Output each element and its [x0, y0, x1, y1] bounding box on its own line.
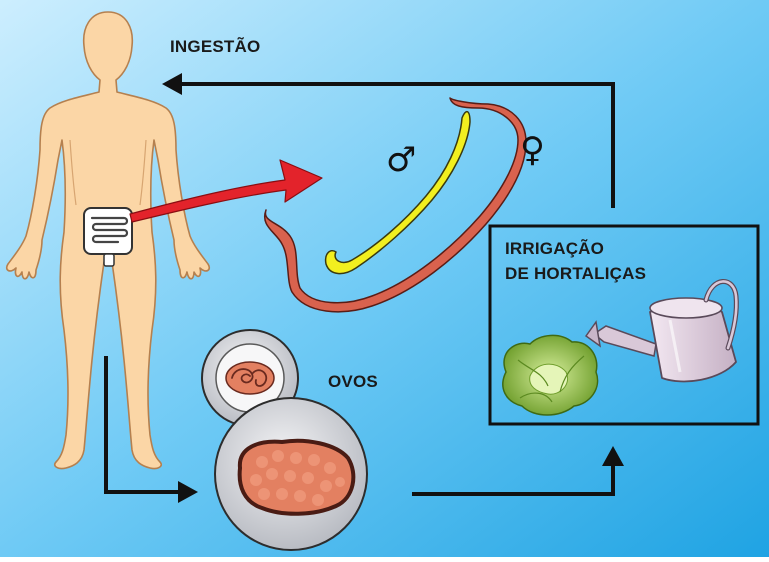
ingestion-label: INGESTÃO — [170, 37, 260, 57]
irrigation-label-line1: IRRIGAÇÃO — [505, 239, 604, 259]
irrigation-label-line2: DE HORTALIÇAS — [505, 264, 646, 284]
male-symbol-icon: ♂ — [386, 140, 416, 180]
lettuce-icon — [503, 335, 598, 415]
eggs-label: OVOS — [328, 372, 378, 392]
female-symbol-icon: ♀ — [520, 130, 545, 170]
egg-mass-icon — [215, 398, 367, 550]
